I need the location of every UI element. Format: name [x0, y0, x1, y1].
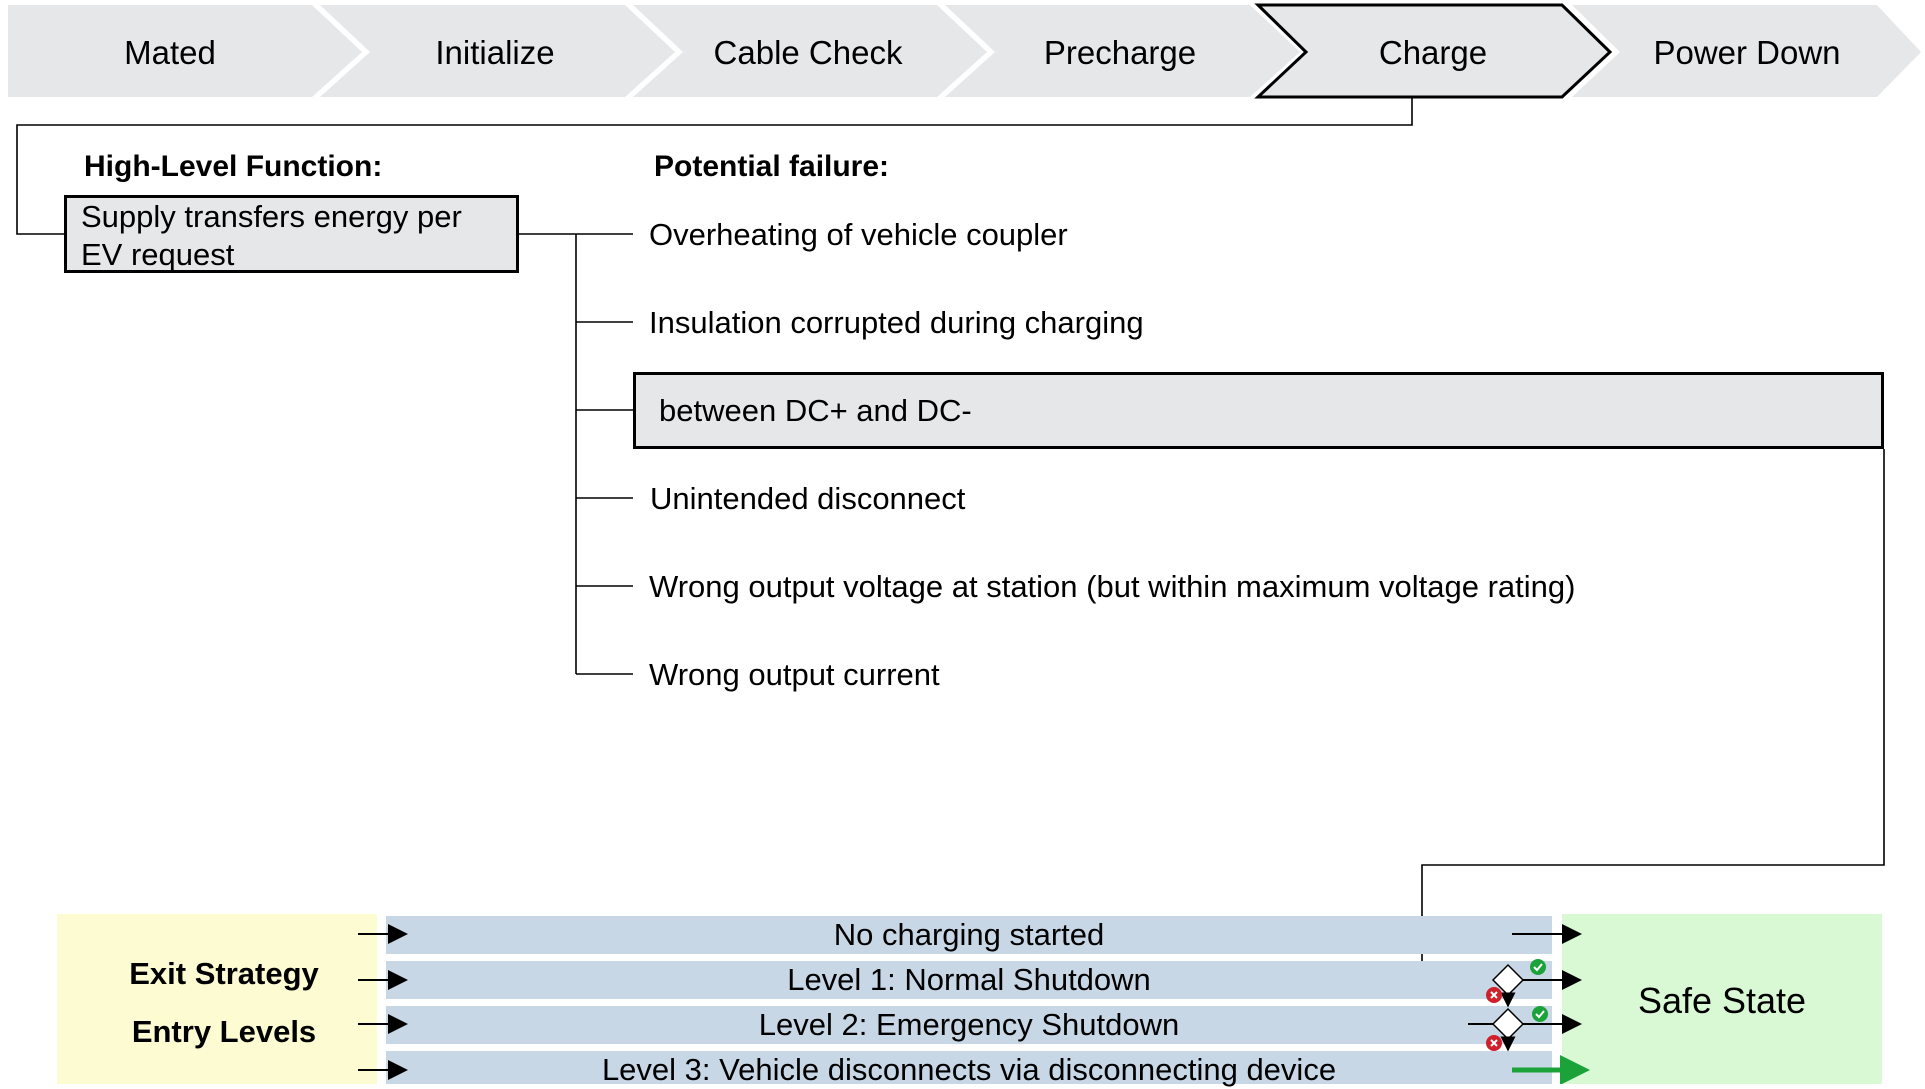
- level-band-1: Level 1: Normal Shutdown: [386, 961, 1552, 999]
- stage-label-mated: Mated: [124, 34, 216, 71]
- stage-chevron-mated[interactable]: [8, 5, 362, 97]
- high-level-function-text-line1: Supply transfers energy per: [81, 199, 462, 234]
- stage-chevron-cable-check[interactable]: [633, 5, 987, 97]
- stage-chevron-precharge[interactable]: [945, 5, 1300, 97]
- stage-chevron-power-down[interactable]: [1572, 5, 1921, 97]
- stage-label-initialize: Initialize: [435, 34, 555, 71]
- entry-levels-label: Entry Levels: [131, 1014, 317, 1049]
- level-band-2: Level 2: Emergency Shutdown: [386, 1006, 1552, 1044]
- high-level-function-text-line2: EV request: [81, 237, 235, 272]
- stage-label-charge: Charge: [1378, 34, 1488, 71]
- safe-state-label: Safe State: [1637, 980, 1807, 1021]
- stage-chevron-initialize[interactable]: [320, 5, 675, 97]
- check-icon: [1530, 959, 1546, 975]
- high-level-function-heading: High-Level Function:: [84, 150, 383, 183]
- failure-item-insulation: Insulation corrupted during charging: [649, 305, 1144, 340]
- check-icon: [1532, 1006, 1548, 1022]
- decision-diamond-level2: [1491, 1007, 1525, 1041]
- failure-item-wrong-voltage: Wrong output voltage at station (but wit…: [649, 569, 1576, 604]
- failure-item-overheating: Overheating of vehicle coupler: [649, 217, 1068, 252]
- stage-label-power-down: Power Down: [1653, 34, 1841, 71]
- failure-item-dc-highlighted[interactable]: between DC+ and DC-: [633, 372, 1884, 449]
- failure-item-wrong-current: Wrong output current: [649, 657, 940, 692]
- charge-to-function-connector: [16, 97, 1413, 235]
- entry-panel: [57, 914, 377, 1084]
- stage-label-precharge: Precharge: [1043, 34, 1197, 71]
- level-band-3: Level 3: Vehicle disconnects via disconn…: [386, 1051, 1552, 1087]
- safe-state-panel: [1562, 914, 1882, 1084]
- potential-failure-heading: Potential failure:: [654, 150, 890, 183]
- stage-chevron-charge[interactable]: [1254, 3, 1613, 99]
- high-level-function-box[interactable]: Supply transfers energy per EV request: [64, 195, 519, 273]
- failure-item-unintended-disconnect: Unintended disconnect: [650, 481, 966, 516]
- level-band-no-charging: No charging started: [386, 916, 1552, 954]
- stage-label-cable-check: Cable Check: [713, 34, 903, 71]
- exit-strategy-label: Exit Strategy: [129, 956, 319, 991]
